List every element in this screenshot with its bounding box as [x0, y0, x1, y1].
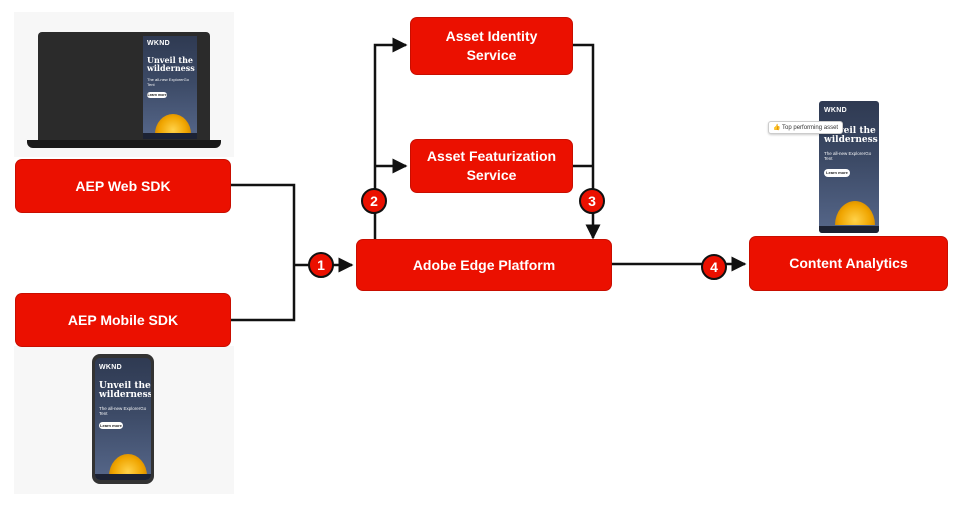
edge-platform-node: Adobe Edge Platform — [357, 240, 611, 290]
banner-subline: The all-new ExplorerGo Tent — [147, 77, 190, 87]
step-badge-1: 1 — [308, 252, 334, 278]
banner-logo: WKND — [824, 107, 847, 114]
phone-banner: WKND Unveil the wilderness The all-new E… — [95, 358, 151, 480]
asset-featurization-label: Asset Featurization Service — [426, 148, 557, 183]
web-sdk-connector — [230, 183, 296, 265]
tent-graphic — [155, 114, 191, 134]
arrow-to-identity — [373, 37, 408, 240]
step-badge-3: 3 — [579, 188, 605, 214]
web-sdk-node: AEP Web SDK — [16, 160, 230, 212]
banner-logo: WKND — [99, 364, 122, 371]
step-badge-4: 4 — [701, 254, 727, 280]
banner-subline: The all-new ExplorerGo Tent — [824, 151, 872, 162]
laptop-base — [27, 140, 221, 148]
mobile-sdk-node: AEP Mobile SDK — [16, 294, 230, 346]
banner-cta: Learn more — [99, 422, 123, 429]
top-performing-tooltip: 👍 Top performing asset — [768, 121, 844, 134]
asset-identity-node: Asset Identity Service — [411, 18, 572, 74]
thumbs-up-icon: 👍 — [773, 125, 781, 131]
step-badge-2: 2 — [361, 188, 387, 214]
web-sdk-label: AEP Web SDK — [75, 177, 171, 194]
banner-logo: WKND — [147, 40, 170, 47]
content-analytics-label: Content Analytics — [789, 255, 908, 271]
tooltip-label: Top performing asset — [782, 125, 839, 131]
banner-cta: Learn more — [147, 92, 167, 98]
banner-headline: Unveil the wilderness — [824, 126, 878, 146]
edge-platform-label: Adobe Edge Platform — [412, 256, 556, 273]
asset-featurization-node: Asset Featurization Service — [411, 140, 572, 192]
banner-headline: Unveil the wilderness — [99, 381, 151, 401]
identity-return — [572, 43, 595, 166]
asset-identity-label: Asset Identity Service — [445, 28, 538, 63]
laptop-banner: WKND Unveil the wilderness The all-new E… — [143, 36, 197, 139]
banner-cta: Learn more — [824, 169, 850, 177]
tent-graphic — [835, 201, 875, 225]
mobile-sdk-connector — [230, 265, 296, 322]
tent-graphic — [109, 454, 147, 476]
banner-headline: Unveil the wilderness — [147, 55, 195, 74]
mobile-sdk-label: AEP Mobile SDK — [67, 311, 179, 328]
content-analytics-node: Content Analytics — [750, 237, 947, 290]
banner-subline: The all-new ExplorerGo Tent — [99, 406, 147, 417]
